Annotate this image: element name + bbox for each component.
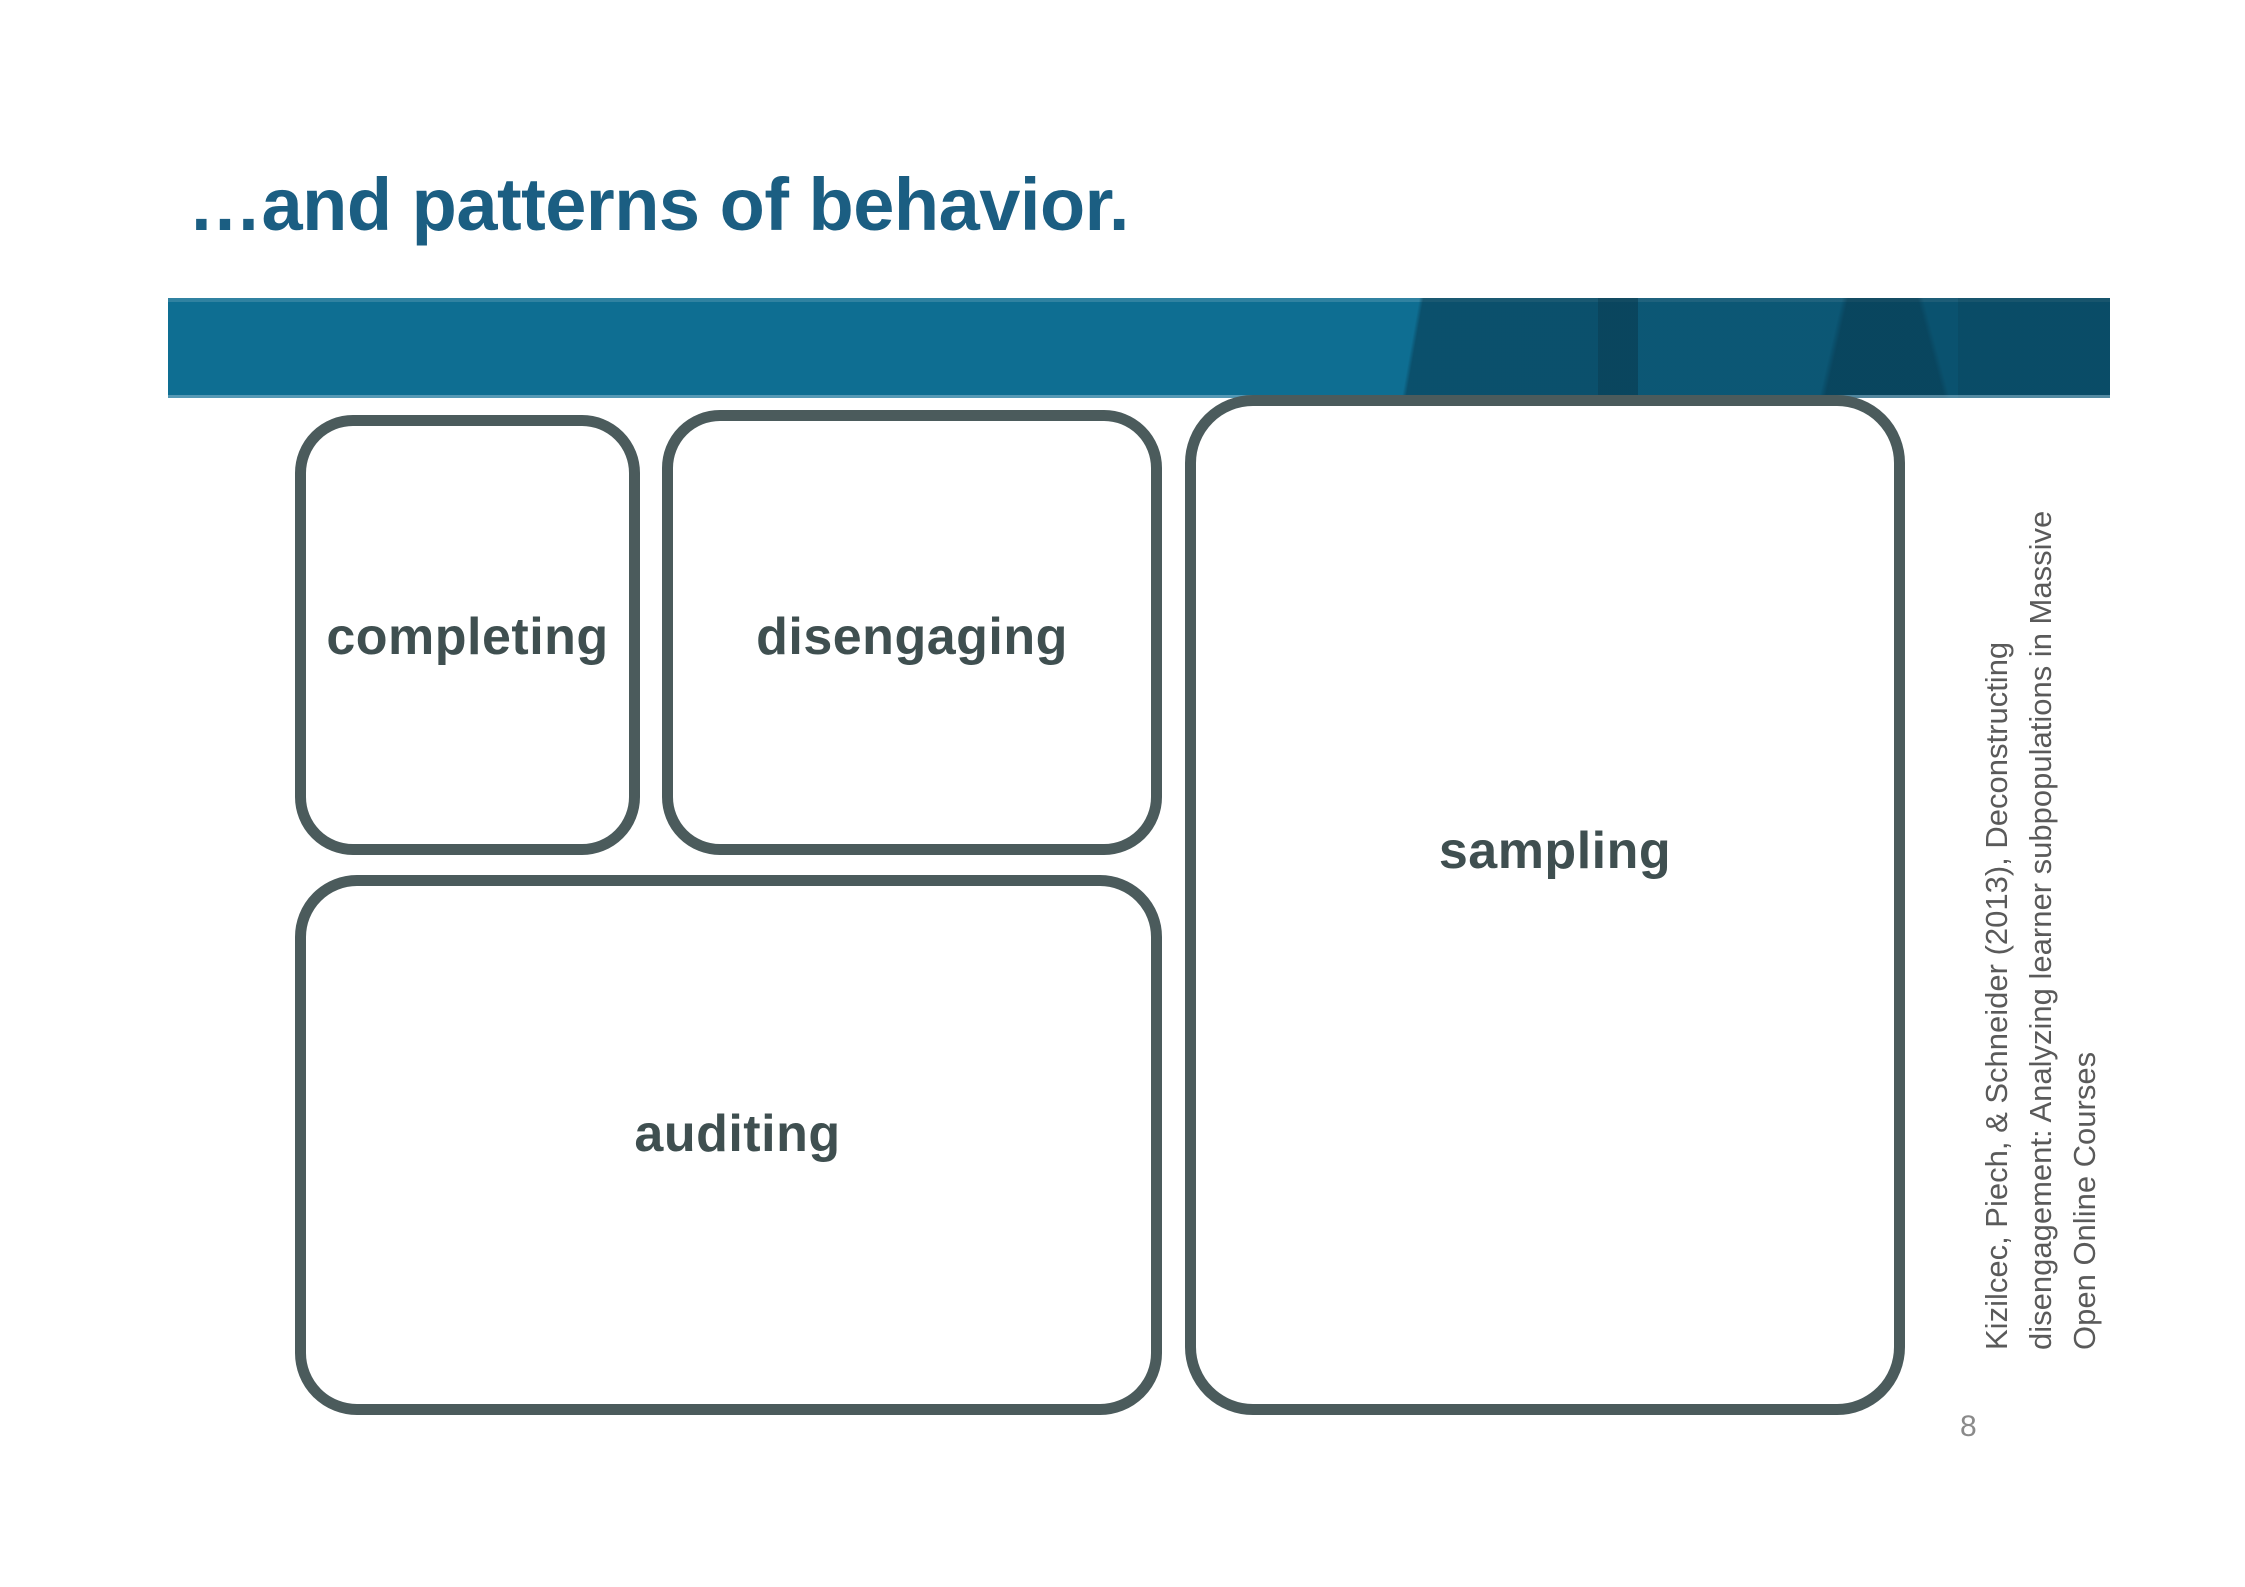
- behavior-box-label: completing: [326, 608, 609, 666]
- behavior-box-label: disengaging: [756, 607, 1068, 666]
- banner-shade-c: [1518, 298, 2110, 398]
- source-citation-text: Kizilcec, Piech, & Schneider (2013), Dec…: [1975, 330, 2115, 1350]
- page-number: 8: [1960, 1410, 1977, 1443]
- behavior-box-disengaging[interactable]: disengaging: [662, 410, 1162, 855]
- source-citation-line-3: Open Online Courses: [2067, 1051, 2103, 1350]
- theme-banner: [168, 298, 2110, 398]
- source-citation: Kizilcec, Piech, & Schneider (2013), Dec…: [1975, 0, 2115, 1350]
- banner-shade-b: [1598, 298, 2110, 398]
- source-citation-line-1: Kizilcec, Piech, & Schneider (2013), Dec…: [1979, 641, 2014, 1350]
- behavior-box-completing[interactable]: completing: [295, 415, 640, 855]
- behavior-box-label: auditing: [634, 1105, 841, 1163]
- banner-baseline: [168, 395, 2110, 398]
- banner-shade-d: [1958, 298, 2110, 398]
- behavior-box-auditing[interactable]: auditing: [295, 875, 1162, 1415]
- behavior-box-sampling[interactable]: sampling: [1185, 395, 1905, 1415]
- banner-highlight-line: [168, 298, 2110, 302]
- banner-shade-a: [1218, 298, 1638, 398]
- behavior-box-label: sampling: [1438, 822, 1672, 880]
- source-citation-line-2: disengagement: Analyzing learner subpopu…: [2023, 510, 2059, 1350]
- page-title: …and patterns of behavior.: [188, 163, 1129, 246]
